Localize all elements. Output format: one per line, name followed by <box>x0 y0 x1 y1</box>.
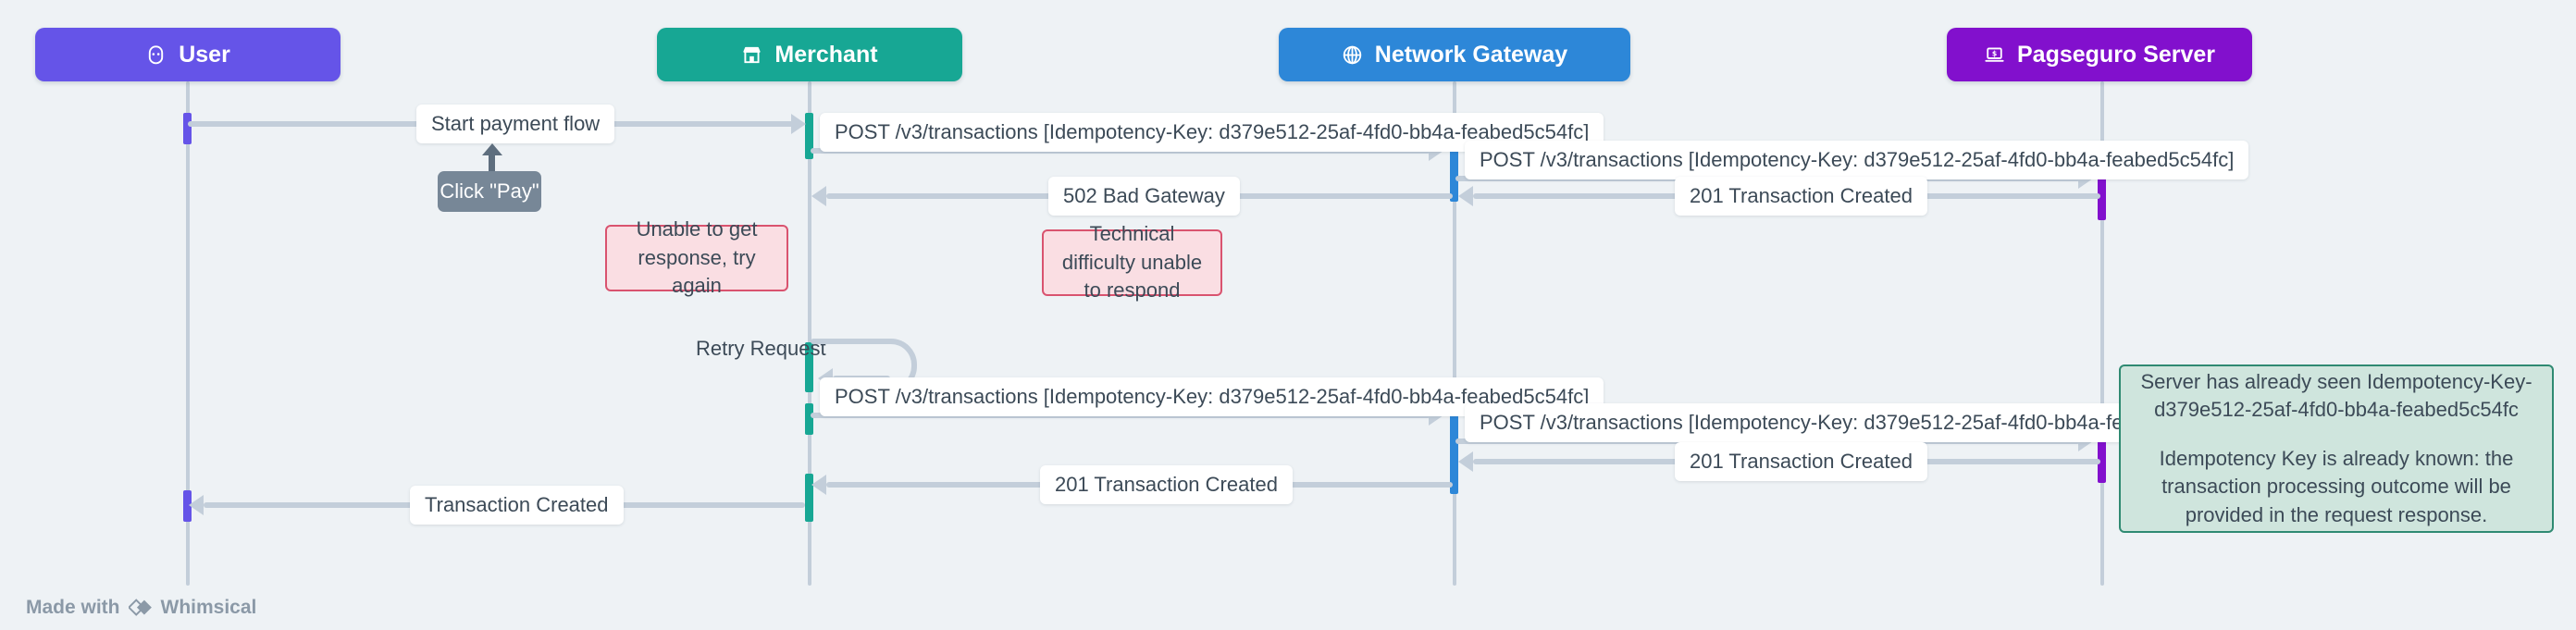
activation-merchant-2 <box>805 342 813 392</box>
actor-label: User <box>179 41 230 68</box>
activation-merchant-3 <box>805 403 813 435</box>
note-line-1: Server has already seen Idempotency-Key-… <box>2140 370 2533 422</box>
message-label-201-created-1: 201 Transaction Created <box>1675 177 1927 216</box>
tooltip-click-pay: Click "Pay" <box>438 171 541 212</box>
message-label-retry-request: Retry Request <box>696 337 826 360</box>
message-label-post-transactions-4: POST /v3/transactions [Idempotency-Key: … <box>1465 403 2249 442</box>
note-unable-to-get-response: Unable to get response, try again <box>605 217 788 297</box>
activation-user-2 <box>183 490 192 522</box>
globe-icon <box>1342 44 1363 66</box>
arrowhead-201-created-1 <box>1458 186 1473 206</box>
actor-user[interactable]: User <box>35 28 341 81</box>
arrowhead-start-payment-flow <box>791 114 806 134</box>
tooltip-arrow-icon <box>482 143 502 155</box>
activation-pagseguro-2 <box>2098 431 2106 483</box>
note-idempotency-key-known: Server has already seen Idempotency-Key-… <box>2119 364 2554 533</box>
whimsical-logo-icon <box>128 599 153 617</box>
actor-label: Network Gateway <box>1374 41 1568 68</box>
activation-gateway-1 <box>1450 141 1458 202</box>
activation-user-1 <box>183 113 192 144</box>
terminal-icon: $ <box>1984 44 2005 66</box>
message-label-201-created-2: 201 Transaction Created <box>1675 442 1927 481</box>
message-label-transaction-created: Transaction Created <box>410 486 624 525</box>
lifeline-user <box>186 81 190 586</box>
store-icon <box>741 44 762 66</box>
lifeline-pagseguro-server <box>2100 81 2104 586</box>
actor-network-gateway[interactable]: Network Gateway <box>1279 28 1630 81</box>
message-label-start-payment-flow: Start payment flow <box>416 105 615 143</box>
arrowhead-201-created-3 <box>811 475 826 495</box>
arrowhead-transaction-created <box>189 495 204 515</box>
actor-pagseguro-server[interactable]: $ Pagseguro Server <box>1947 28 2252 81</box>
tooltip-stem <box>489 154 495 174</box>
actor-label: Pagseguro Server <box>2017 41 2215 68</box>
activation-merchant-4 <box>805 474 813 522</box>
activation-pagseguro-1 <box>2098 168 2106 220</box>
note-technical-difficulty: Technical difficulty unable to respond <box>1042 222 1222 302</box>
activation-gateway-2 <box>1450 403 1458 494</box>
activation-merchant-1 <box>805 113 813 159</box>
message-label-201-created-3: 201 Transaction Created <box>1040 465 1293 504</box>
actor-merchant[interactable]: Merchant <box>657 28 962 81</box>
message-label-post-transactions-2: POST /v3/transactions [Idempotency-Key: … <box>1465 141 2249 179</box>
footer-brand-label: Whimsical <box>160 597 257 618</box>
lifeline-network-gateway <box>1453 81 1456 586</box>
actor-label: Merchant <box>774 41 878 68</box>
note-line-2: Idempotency Key is already known: the tr… <box>2159 446 2514 526</box>
user-face-icon <box>145 44 167 66</box>
arrowhead-201-created-2 <box>1458 451 1473 472</box>
lifeline-merchant <box>808 81 811 586</box>
arrowhead-502-bad-gateway <box>811 186 826 206</box>
footer-made-with-label: Made with <box>26 597 120 618</box>
svg-text:$: $ <box>1992 49 1997 57</box>
arrow-retry-top <box>811 339 890 344</box>
whimsical-footer[interactable]: Made with Whimsical <box>26 597 256 619</box>
message-label-502-bad-gateway: 502 Bad Gateway <box>1048 177 1240 216</box>
